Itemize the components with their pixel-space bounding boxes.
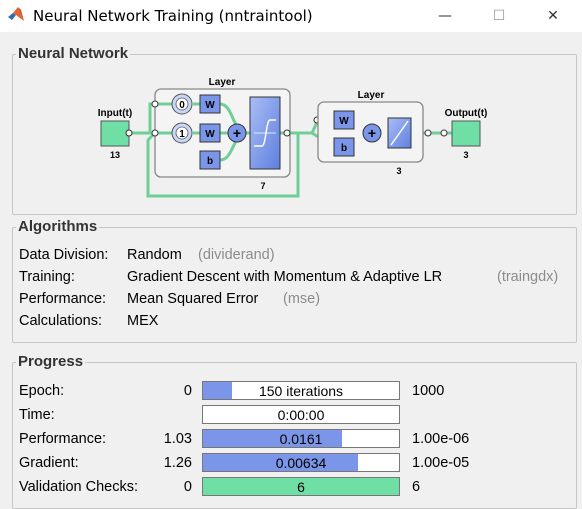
maximize-button[interactable]: ☐ xyxy=(476,0,522,32)
gradient-progress-fill xyxy=(203,454,358,471)
algo-calculations-label: Calculations: xyxy=(19,313,103,329)
epoch-label: Epoch: xyxy=(19,383,65,399)
performance-progress-fill xyxy=(203,430,343,447)
performance-progress-text: 0.0161 xyxy=(279,431,323,447)
neural-network-title: Neural Network xyxy=(16,45,131,62)
performance-label: Performance: xyxy=(19,431,107,447)
progress-title: Progress xyxy=(16,353,86,370)
algo-data-division-label: Data Division: xyxy=(19,247,109,263)
close-button[interactable]: ✕ xyxy=(530,0,576,32)
close-icon: ✕ xyxy=(547,8,559,24)
epoch-progress-text: 150 iterations xyxy=(258,383,344,399)
validation-checks-end: 6 xyxy=(412,479,421,495)
algo-performance-value: Mean Squared Error xyxy=(127,291,259,307)
time-progress-text: 0:00:00 xyxy=(277,407,325,423)
matlab-logo-icon xyxy=(8,7,24,21)
performance-end: 1.00e-06 xyxy=(412,431,470,447)
algo-training-value: Gradient Descent with Momentum & Adaptiv… xyxy=(127,269,443,285)
algo-training-fn[interactable]: (traingdx) xyxy=(497,269,559,285)
algo-data-division-value: Random xyxy=(127,247,182,263)
algo-data-division-fn[interactable]: (dividerand) xyxy=(198,247,275,263)
performance-start: 1.03 xyxy=(163,431,192,447)
validation-checks-progress-bar: 6 xyxy=(202,477,400,496)
epoch-end: 1000 xyxy=(412,383,445,399)
gradient-end: 1.00e-05 xyxy=(412,455,470,471)
time-progress-bar: 0:00:00 xyxy=(202,405,400,424)
gradient-label: Gradient: xyxy=(19,455,79,471)
algorithms-panel: Algorithms xyxy=(12,218,577,343)
performance-progress-bar: 0.0161 xyxy=(202,429,400,448)
algo-training-label: Training: xyxy=(19,269,75,285)
validation-checks-progress-text: 6 xyxy=(297,479,305,495)
neural-network-panel: Neural Network xyxy=(12,45,577,215)
algo-performance-fn[interactable]: (mse) xyxy=(283,291,321,307)
window-title: Neural Network Training (nntraintool) xyxy=(33,7,313,25)
minimize-icon: — xyxy=(438,8,452,24)
validation-checks-progress-fill xyxy=(203,478,399,495)
gradient-start: 1.26 xyxy=(163,455,192,471)
epoch-start: 0 xyxy=(183,383,192,399)
validation-checks-start: 0 xyxy=(183,479,192,495)
time-label: Time: xyxy=(19,407,55,423)
algo-calculations-value: MEX xyxy=(127,313,159,329)
title-bar[interactable]: Neural Network Training (nntraintool) — … xyxy=(0,0,582,32)
validation-checks-label: Validation Checks: xyxy=(19,479,139,495)
gradient-progress-bar: 0.00634 xyxy=(202,453,400,472)
epoch-progress-fill xyxy=(203,382,233,399)
epoch-progress-bar: 150 iterations xyxy=(202,381,400,400)
algo-performance-label: Performance: xyxy=(19,291,107,307)
minimize-button[interactable]: — xyxy=(422,0,468,32)
algorithms-title: Algorithms xyxy=(16,218,100,235)
gradient-progress-text: 0.00634 xyxy=(275,455,327,471)
maximize-icon: ☐ xyxy=(492,8,506,24)
